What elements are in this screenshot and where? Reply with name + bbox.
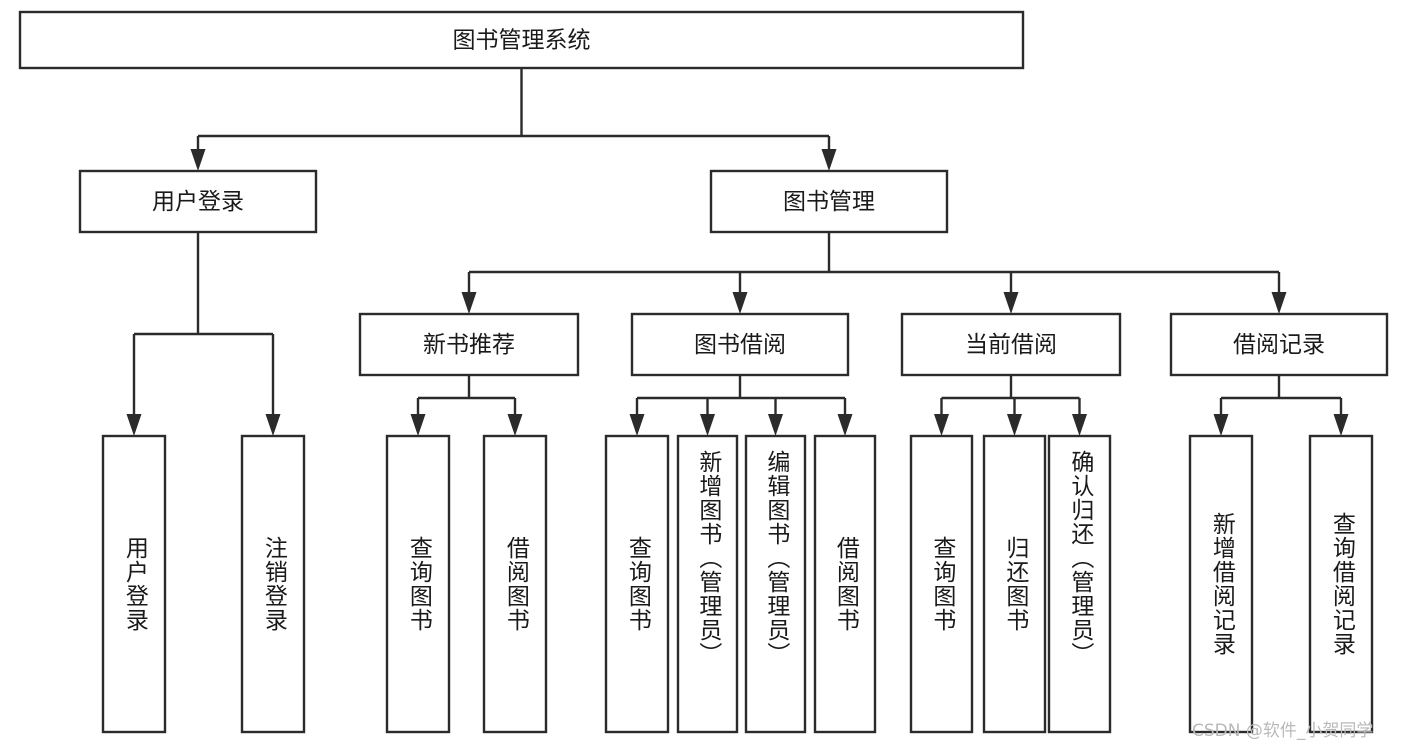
node-label-leaf-add-book: 新增图书（管理员） [694, 450, 721, 666]
node-label-borrow-record: 借阅记录 [1233, 332, 1325, 358]
node-box-borrow-record[interactable] [1169, 312, 1389, 377]
node-box-book-manage[interactable] [709, 169, 949, 234]
arrow-head-icon-leaf-add-book [700, 414, 715, 436]
node-box-leaf-borrow-book-rec[interactable] [482, 434, 548, 734]
csdn-watermark: CSDN @软件_小贺同学 [1192, 721, 1374, 741]
node-label-leaf-borrow-book-rec: 借阅图书 [502, 536, 529, 632]
node-label-leaf-query-borrow-record: 查询借阅记录 [1328, 512, 1355, 656]
node-label-leaf-query-book-rec: 查询图书 [405, 536, 432, 632]
node-box-root[interactable] [18, 10, 1025, 70]
node-label-leaf-logout: 注销登录 [260, 536, 287, 632]
node-box-leaf-borrow-book[interactable] [813, 434, 877, 734]
arrow-head-icon-borrow-record [1271, 292, 1287, 314]
arrow-head-icon-current-borrow [1003, 292, 1019, 314]
node-label-root: 图书管理系统 [453, 28, 591, 54]
connectors-layer [126, 68, 1349, 436]
node-box-book-borrow[interactable] [630, 312, 850, 377]
arrow-head-icon-leaf-confirm-return [1072, 414, 1087, 436]
arrow-head-icon-leaf-query-book-rec [410, 414, 426, 436]
node-box-leaf-query-borrow-record[interactable] [1308, 434, 1374, 734]
arrow-head-icon-new-book-recommend [461, 292, 477, 314]
boxes-layer [18, 10, 1389, 734]
node-label-leaf-edit-book: 编辑图书（管理员） [762, 450, 789, 666]
node-label-current-borrow: 当前借阅 [965, 332, 1057, 358]
node-label-leaf-add-borrow-record: 新增借阅记录 [1208, 512, 1235, 656]
node-box-leaf-edit-book[interactable] [744, 434, 807, 734]
node-box-current-borrow[interactable] [900, 312, 1122, 377]
arrow-head-icon-leaf-logout [265, 414, 281, 436]
node-box-leaf-user-login[interactable] [101, 434, 167, 734]
node-label-new-book-recommend: 新书推荐 [423, 332, 515, 358]
node-box-new-book-recommend[interactable] [358, 312, 580, 377]
node-label-leaf-query-book-borrow: 查询图书 [624, 536, 651, 632]
node-box-user-login[interactable] [78, 169, 318, 234]
arrow-head-icon-leaf-edit-book [768, 414, 783, 436]
arrow-head-icon-leaf-user-login [126, 414, 142, 436]
node-box-leaf-logout[interactable] [240, 434, 306, 734]
node-label-leaf-user-login: 用户登录 [121, 536, 148, 632]
arrow-head-icon-user-login [190, 149, 206, 171]
arrow-head-icon-book-borrow [732, 292, 748, 314]
node-label-book-borrow: 图书借阅 [694, 332, 786, 358]
node-box-leaf-query-book-rec[interactable] [385, 434, 451, 734]
node-label-leaf-confirm-return: 确认归还（管理员） [1066, 450, 1093, 666]
node-box-leaf-add-book[interactable] [676, 434, 739, 734]
arrow-head-icon-leaf-borrow-book [837, 414, 853, 436]
arrow-head-icon-leaf-query-borrow-record [1333, 414, 1349, 436]
node-box-leaf-query-book-borrow[interactable] [604, 434, 670, 734]
arrow-head-icon-book-manage [821, 149, 837, 171]
node-label-book-manage: 图书管理 [783, 189, 875, 215]
node-box-leaf-return-book[interactable] [982, 434, 1047, 734]
arrow-head-icon-leaf-query-book-borrow [629, 414, 645, 436]
node-box-leaf-add-borrow-record[interactable] [1188, 434, 1254, 734]
arrow-head-icon-leaf-query-book-current [934, 414, 949, 436]
node-box-leaf-confirm-return[interactable] [1047, 434, 1112, 734]
node-label-user-login: 用户登录 [152, 189, 244, 215]
arrow-head-icon-leaf-borrow-book-rec [507, 414, 523, 436]
node-label-leaf-return-book: 归还图书 [1001, 536, 1028, 632]
arrow-head-icon-leaf-add-borrow-record [1213, 414, 1229, 436]
node-label-leaf-borrow-book: 借阅图书 [832, 536, 859, 632]
node-box-leaf-query-book-current[interactable] [909, 434, 974, 734]
arrow-head-icon-leaf-return-book [1007, 414, 1022, 436]
node-label-leaf-query-book-current: 查询图书 [928, 536, 955, 632]
